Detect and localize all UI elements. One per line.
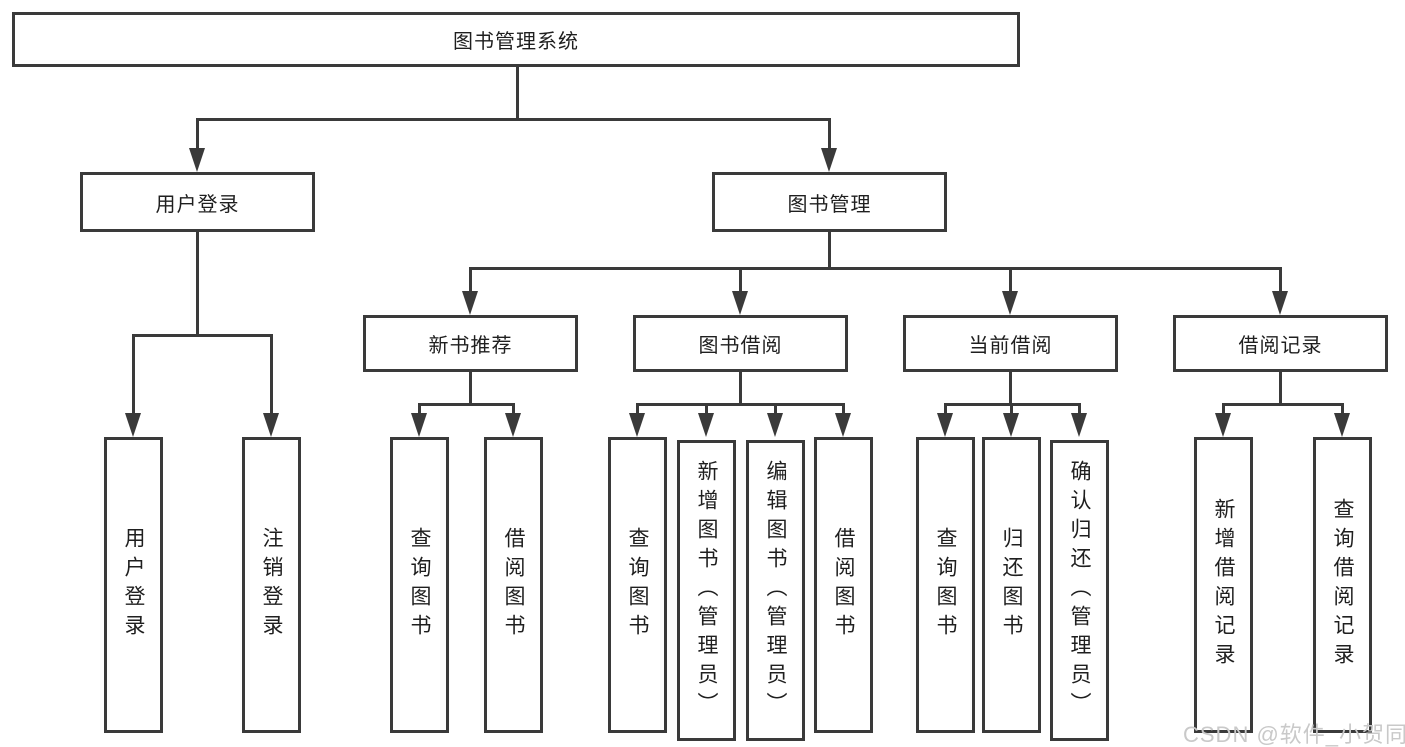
leaf-add-borrow-record: 新增借阅记录: [1194, 437, 1253, 733]
arrowhead-down-icon: [411, 413, 427, 437]
connector-line: [1009, 370, 1012, 406]
leaf-label: 查询图书: [408, 527, 431, 643]
connector-line: [705, 403, 708, 415]
connector-line: [132, 334, 135, 415]
node-root: 图书管理系统: [12, 12, 1020, 67]
node-current-borrow-label: 当前借阅: [968, 335, 1053, 357]
connector-line: [512, 403, 515, 415]
arrowhead-down-icon: [732, 291, 748, 315]
connector-line: [196, 118, 831, 121]
leaf-label: 编辑图书（管理员）: [764, 460, 787, 721]
arrowhead-down-icon: [189, 148, 205, 172]
node-new-book-recommend-label: 新书推荐: [428, 335, 513, 357]
leaf-query-books-current: 查询图书: [916, 437, 975, 733]
leaf-return-books: 归还图书: [982, 437, 1041, 733]
leaf-label: 查询借阅记录: [1331, 498, 1354, 672]
leaf-label: 归还图书: [1000, 527, 1023, 643]
connector-line: [418, 403, 515, 406]
connector-line: [944, 403, 947, 415]
connector-line: [516, 67, 519, 121]
leaf-user-login: 用户登录: [104, 437, 163, 733]
node-borrow-records: 借阅记录: [1173, 315, 1388, 372]
leaf-label: 借阅图书: [832, 527, 855, 643]
leaf-add-books-admin: 新增图书（管理员）: [677, 440, 736, 741]
arrowhead-down-icon: [835, 413, 851, 437]
connector-line: [418, 403, 421, 415]
leaf-query-books-recommend: 查询图书: [390, 437, 449, 733]
connector-line: [842, 403, 845, 415]
node-current-borrow: 当前借阅: [903, 315, 1118, 372]
arrowhead-down-icon: [937, 413, 953, 437]
connector-line: [1078, 403, 1081, 415]
connector-line: [196, 118, 199, 150]
node-root-label: 图书管理系统: [453, 31, 579, 53]
leaf-logout: 注销登录: [242, 437, 301, 733]
connector-line: [774, 403, 777, 415]
arrowhead-down-icon: [821, 148, 837, 172]
arrowhead-down-icon: [1334, 413, 1350, 437]
connector-line: [469, 267, 1282, 270]
connector-line: [739, 370, 742, 406]
connector-line: [270, 334, 273, 415]
arrowhead-down-icon: [125, 413, 141, 437]
node-new-book-recommend: 新书推荐: [363, 315, 578, 372]
connector-line: [1222, 403, 1225, 415]
connector-line: [739, 267, 742, 295]
connector-line: [1279, 267, 1282, 295]
arrowhead-down-icon: [767, 413, 783, 437]
node-user-login: 用户登录: [80, 172, 315, 232]
node-book-management: 图书管理: [712, 172, 947, 232]
leaf-confirm-return-admin: 确认归还（管理员）: [1050, 440, 1109, 741]
leaf-edit-books-admin: 编辑图书（管理员）: [746, 440, 805, 741]
arrowhead-down-icon: [263, 413, 279, 437]
node-borrow-records-label: 借阅记录: [1238, 335, 1323, 357]
arrowhead-down-icon: [1272, 291, 1288, 315]
leaf-label: 查询图书: [934, 527, 957, 643]
leaf-label: 确认归还（管理员）: [1068, 460, 1091, 721]
watermark: CSDN @软件_小贺同学: [1183, 722, 1405, 747]
arrowhead-down-icon: [1002, 291, 1018, 315]
arrowhead-down-icon: [1215, 413, 1231, 437]
connector-line: [196, 230, 199, 337]
arrowhead-down-icon: [505, 413, 521, 437]
leaf-borrow-books: 借阅图书: [814, 437, 873, 733]
node-book-borrow: 图书借阅: [633, 315, 848, 372]
leaf-label: 借阅图书: [502, 527, 525, 643]
arrowhead-down-icon: [698, 413, 714, 437]
connector-line: [636, 403, 845, 406]
leaf-label: 查询图书: [626, 527, 649, 643]
node-book-management-label: 图书管理: [787, 193, 872, 216]
connector-line: [636, 403, 639, 415]
connector-line: [828, 118, 831, 150]
leaf-label: 新增图书（管理员）: [695, 460, 718, 721]
connector-line: [469, 267, 472, 295]
node-book-borrow-label: 图书借阅: [698, 335, 783, 357]
connector-line: [1010, 403, 1013, 415]
connector-line: [1279, 370, 1282, 406]
leaf-query-borrow-record: 查询借阅记录: [1313, 437, 1372, 733]
connector-line: [1222, 403, 1344, 406]
arrowhead-down-icon: [629, 413, 645, 437]
arrowhead-down-icon: [462, 291, 478, 315]
connector-line: [828, 230, 831, 270]
connector-line: [469, 370, 472, 406]
leaf-label: 新增借阅记录: [1212, 498, 1235, 672]
arrowhead-down-icon: [1071, 413, 1087, 437]
leaf-borrow-books-recommend: 借阅图书: [484, 437, 543, 733]
connector-line: [132, 334, 273, 337]
leaf-logout-label: 注销登录: [260, 527, 283, 643]
arrowhead-down-icon: [1003, 413, 1019, 437]
leaf-user-login-label: 用户登录: [122, 527, 145, 643]
connector-line: [1341, 403, 1344, 415]
connector-line: [1009, 267, 1012, 295]
leaf-query-books-borrow: 查询图书: [608, 437, 667, 733]
node-user-login-label: 用户登录: [155, 193, 240, 216]
